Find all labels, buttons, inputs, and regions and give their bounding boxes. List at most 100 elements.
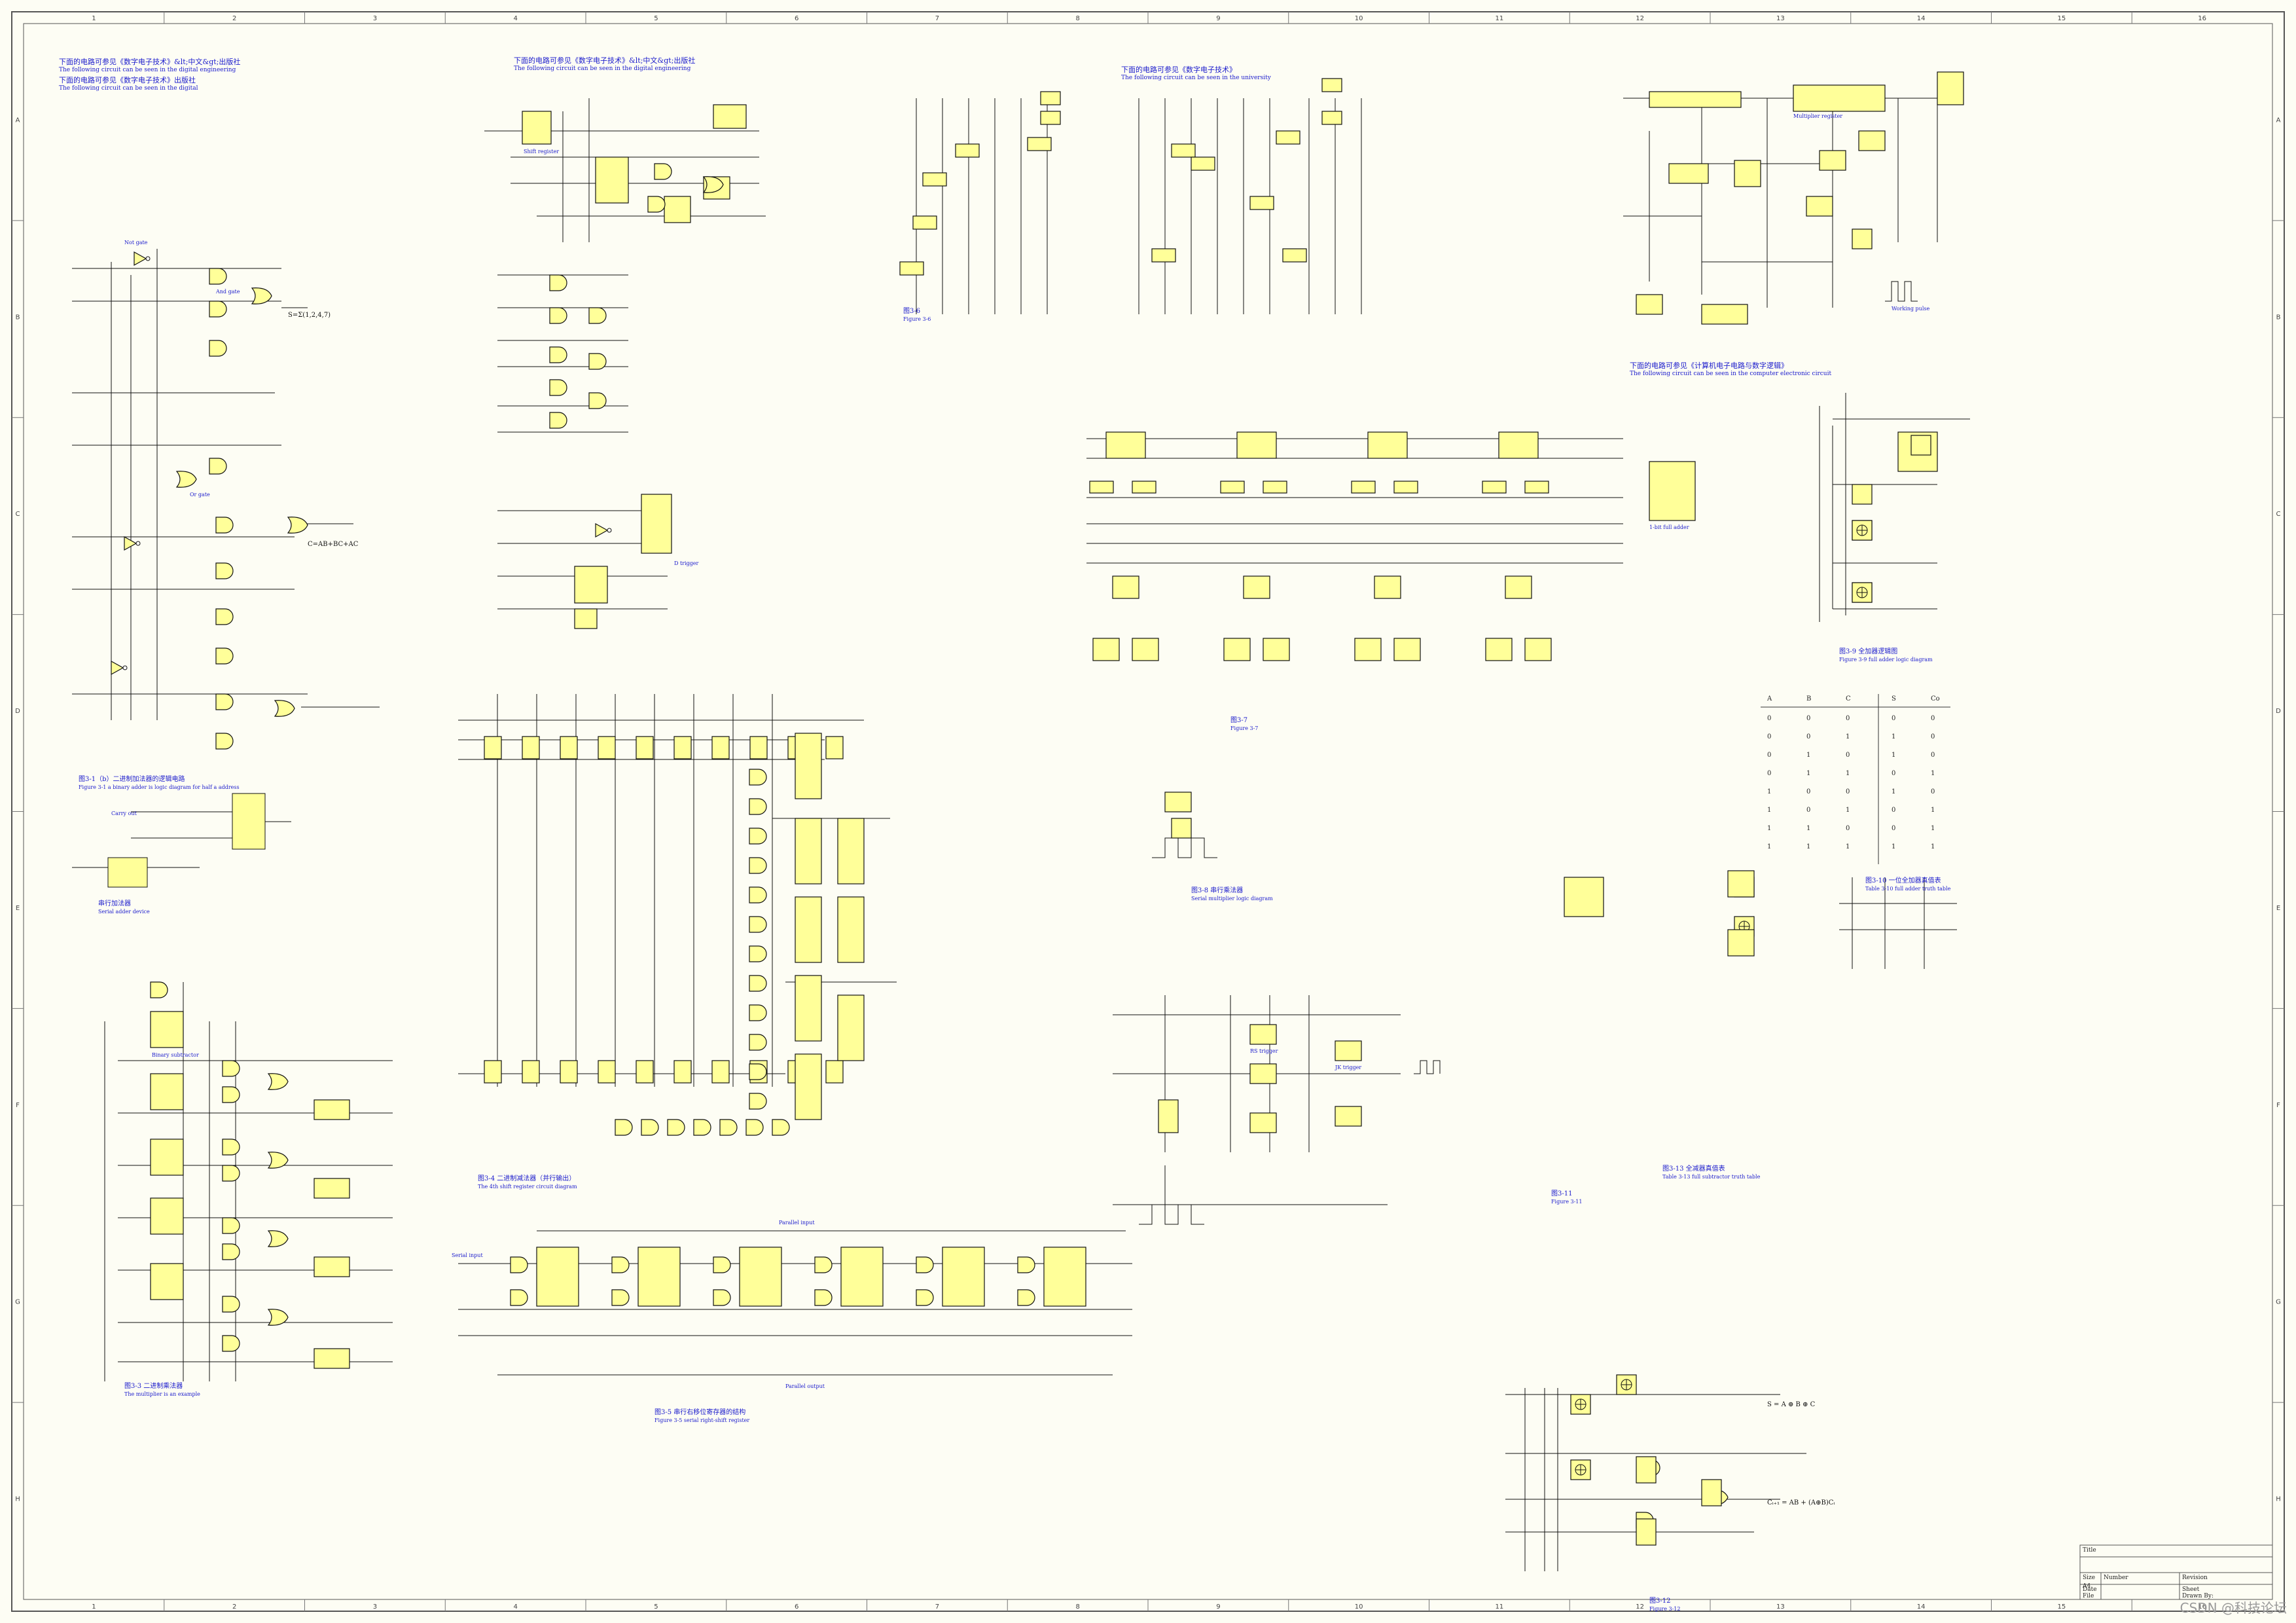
adder-cell	[1498, 431, 1539, 459]
column-marker: 14	[1917, 1603, 1926, 1611]
truth-table-cell: 1	[1767, 843, 1771, 850]
column-marker: 15	[2058, 1603, 2066, 1611]
truth-table-cell: 0	[1892, 770, 1895, 777]
truth-table-cell: 0	[1931, 733, 1935, 740]
and-gate	[749, 769, 767, 786]
caption: 图3-3 二进制乘法器	[124, 1383, 183, 1390]
truth-table-cell: 1	[1892, 788, 1895, 795]
and-gate	[916, 1256, 934, 1273]
truth-table-cell: 1	[1931, 843, 1935, 850]
and-gate	[772, 1119, 790, 1136]
and-gate	[749, 916, 767, 933]
row-marker: E	[2276, 905, 2280, 912]
caption: 图3-8 串行乘法器	[1191, 887, 1244, 894]
adder-block	[795, 818, 822, 884]
notes-line: The following circuit can be seen in the…	[59, 85, 198, 92]
and-gate	[615, 1119, 633, 1136]
truth-table-cell: 1	[1931, 807, 1935, 814]
adder-block	[795, 896, 822, 963]
adder-cell	[1112, 575, 1139, 599]
and-gate	[1017, 1256, 1035, 1273]
row-marker: C	[2276, 511, 2281, 518]
truth-table-cell: 0	[1806, 807, 1810, 814]
caption-en: Table 3-13 full subtractor truth table	[1662, 1174, 1761, 1180]
block-label: RS trigger	[1250, 1048, 1278, 1054]
formula: S=Σ(1,2,4,7)	[288, 312, 331, 319]
adder-cell	[1367, 431, 1408, 459]
truth-table-cell: 1	[1806, 770, 1810, 777]
sheet-label: Sheet	[2182, 1586, 2200, 1593]
truth-table-cell: 1	[1846, 807, 1850, 814]
date-label: Date	[2083, 1586, 2097, 1593]
and-gate	[749, 1004, 767, 1021]
column-marker: 2	[232, 1603, 236, 1611]
formula: S = A ⊕ B ⊕ C	[1767, 1401, 1816, 1408]
truth-table-cell: 0	[1892, 715, 1895, 722]
adder-cell	[1132, 638, 1159, 661]
gate-label: Or gate	[190, 492, 210, 498]
column-marker: 1	[92, 15, 96, 22]
shift-cell	[711, 736, 730, 759]
shift-cell	[673, 1060, 692, 1084]
and-gate	[814, 1256, 833, 1273]
shift-cell	[484, 1060, 502, 1084]
adder-cell	[1524, 481, 1549, 494]
truth-table-cell: 0	[1806, 788, 1810, 795]
row-marker: A	[16, 117, 20, 124]
truth-table-header: Co	[1931, 695, 1940, 702]
truth-table-cell: 1	[1806, 843, 1810, 850]
row-marker: C	[16, 511, 20, 518]
and-gate	[814, 1289, 833, 1306]
truth-table-header: A	[1767, 695, 1772, 702]
block-heading: 下面的电路可参见《数字电子技术》	[1121, 65, 1236, 74]
truth-table-cell: 0	[1806, 733, 1810, 740]
block-label: D trigger	[674, 560, 699, 566]
column-marker: 9	[1216, 1603, 1220, 1611]
truth-table-cell: 0	[1767, 733, 1771, 740]
shift-cell	[711, 1060, 730, 1084]
block-label: Shift register	[524, 149, 560, 155]
and-gate	[611, 1256, 630, 1273]
truth-table-cell: 1	[1767, 825, 1771, 832]
caption-en: Figure 3-6	[903, 316, 931, 322]
and-gate	[719, 1119, 738, 1136]
column-marker: 14	[1917, 15, 1926, 22]
block-label: Parallel output	[785, 1383, 825, 1389]
truth-table-cell: 1	[1931, 825, 1935, 832]
and-gate	[749, 1034, 767, 1051]
and-gate	[510, 1256, 528, 1273]
column-marker: 10	[1355, 1603, 1363, 1611]
column-marker: 8	[1075, 1603, 1079, 1611]
adder-cell	[1482, 481, 1507, 494]
block-label: JK trigger	[1335, 1065, 1362, 1070]
adder-cell	[1505, 575, 1532, 599]
shift-cell	[484, 736, 502, 759]
adder-cell	[1374, 575, 1401, 599]
truth-table-cell: 0	[1767, 752, 1771, 759]
adder-block	[837, 818, 865, 884]
column-marker: 7	[935, 1603, 939, 1611]
revision-label: Revision	[2182, 1575, 2208, 1581]
notes-line: 下面的电路可参见《数字电子技术》出版社	[59, 76, 196, 84]
adder-cell	[1220, 481, 1245, 494]
caption: 图3-11	[1551, 1190, 1573, 1197]
truth-table-cell: 0	[1767, 715, 1771, 722]
caption: 图3-10 一位全加器真值表	[1865, 877, 1941, 884]
and-gate	[510, 1289, 528, 1306]
truth-table-cell: 0	[1846, 825, 1850, 832]
block-label: Serial input	[452, 1252, 483, 1258]
truth-table-cell: 1	[1892, 733, 1895, 740]
adder-block	[837, 994, 865, 1061]
caption: 图3-13 全减器真值表	[1662, 1165, 1725, 1173]
block-label: Carry out	[111, 811, 137, 816]
truth-table-cell: 1	[1806, 752, 1810, 759]
caption-en: Figure 3-5 serial right-shift register	[655, 1417, 750, 1423]
column-marker: 5	[654, 1603, 658, 1611]
caption: 图3-9 全加器逻辑图	[1839, 648, 1898, 655]
block-heading-en: The following circuit can be seen in the…	[1121, 75, 1271, 81]
row-marker: B	[16, 314, 20, 321]
shift-cell	[636, 736, 654, 759]
block-heading: 下面的电路可参见《计算机电子电路与数字逻辑》	[1630, 361, 1788, 370]
truth-table-cell: 0	[1846, 715, 1850, 722]
adder-cell	[1132, 481, 1157, 494]
